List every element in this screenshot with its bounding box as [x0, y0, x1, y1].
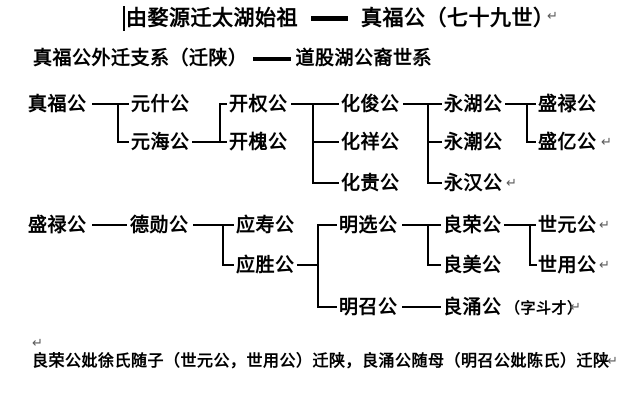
node-huaxiang: 化祥公 [341, 132, 400, 153]
node-shenglu: 盛禄公 [538, 94, 597, 115]
connector-hline [427, 264, 441, 266]
node-mingxuan: 明选公 [339, 215, 398, 236]
paragraph-mark: ↵ [547, 9, 558, 24]
connector-vline [317, 224, 319, 308]
node-liangmei: 良美公 [443, 255, 502, 276]
node-liangyong: 良涌公 [443, 297, 502, 318]
text-cursor [123, 5, 125, 31]
paragraph-mark: ↵ [599, 258, 610, 273]
node-shenglu-2: 盛禄公 [28, 215, 87, 236]
node-kaiquan: 开权公 [229, 94, 288, 115]
connector-hline [92, 103, 129, 105]
node-liangrong: 良荣公 [443, 215, 502, 236]
doc-title: 由婺源迁太湖始祖 真福公（七十九世） [123, 5, 555, 31]
connector-hline [219, 141, 227, 143]
paragraph-mark: ↵ [412, 52, 423, 67]
node-shiyong: 世用公 [538, 255, 597, 276]
paragraph-mark: ↵ [506, 176, 517, 191]
node-yonghu: 永湖公 [444, 94, 503, 115]
migration-note: 良荣公妣徐氏随子（世元公，世用公）迁陕，良涌公随母（明召公妣陈氏）迁陕 [32, 353, 610, 370]
connector-hline [219, 103, 227, 105]
connector-vline [117, 103, 119, 143]
doc-subtitle: 真福公外迁支系（迁陕） 道股湖公裔世系 [33, 47, 432, 71]
connector-hline [317, 224, 337, 226]
connector-vline [427, 224, 429, 266]
connector-hline [312, 182, 339, 184]
paragraph-mark: ↵ [601, 135, 612, 150]
node-yingshou: 应寿公 [236, 215, 295, 236]
node-yuanhai: 元海公 [131, 132, 190, 153]
connector-hline [193, 224, 234, 226]
node-yuanshi: 元什公 [131, 94, 190, 115]
node-huagui: 化贵公 [341, 173, 400, 194]
connector-vline [219, 103, 221, 143]
node-yingsheng: 应胜公 [236, 255, 295, 276]
node-shengyi: 盛亿公 [538, 132, 597, 153]
em-dash-rule [252, 57, 291, 61]
doc-subtitle-left: 真福公外迁支系（迁陕） [33, 48, 248, 69]
connector-hline [427, 182, 442, 184]
connector-hline [526, 141, 536, 143]
node-huajun: 化俊公 [341, 94, 400, 115]
node-kaihuai: 开槐公 [229, 132, 288, 153]
connector-hline [505, 103, 536, 105]
connector-hline [117, 141, 129, 143]
em-dash-rule [311, 15, 348, 21]
node-liangyong-courtesy-name: （字斗才） [505, 301, 583, 317]
connector-hline [222, 264, 234, 266]
connector-vline [222, 224, 224, 266]
node-yonghan: 永汉公 [444, 173, 503, 194]
connector-vline [526, 103, 528, 143]
connector-hline [297, 264, 319, 266]
connector-vline [427, 103, 429, 184]
connector-hline [529, 264, 537, 266]
node-mingzhao: 明召公 [339, 297, 398, 318]
paragraph-mark: ↵ [32, 336, 43, 351]
node-dexun: 德勋公 [130, 215, 189, 236]
connector-hline [192, 141, 221, 143]
connector-hline [402, 224, 441, 226]
paragraph-mark: ↵ [607, 354, 618, 369]
paragraph-mark: ↵ [570, 300, 581, 315]
connector-hline [291, 103, 339, 105]
connector-vline [529, 224, 531, 266]
connector-hline [92, 224, 127, 226]
doc-title-right: 真福公（七十九世） [361, 6, 555, 30]
doc-subtitle-right: 道股湖公裔世系 [295, 48, 433, 69]
paragraph-mark: ↵ [599, 218, 610, 233]
connector-hline [403, 103, 442, 105]
connector-vline [312, 103, 314, 184]
connector-hline [402, 306, 441, 308]
connector-hline [504, 224, 536, 226]
node-yongchao: 永潮公 [444, 132, 503, 153]
doc-title-left: 由婺源迁太湖始祖 [126, 6, 298, 30]
connector-hline [427, 141, 442, 143]
connector-hline [312, 141, 339, 143]
node-shiyuan: 世元公 [538, 215, 597, 236]
connector-hline [317, 306, 337, 308]
node-zhenfu: 真福公 [28, 94, 87, 115]
